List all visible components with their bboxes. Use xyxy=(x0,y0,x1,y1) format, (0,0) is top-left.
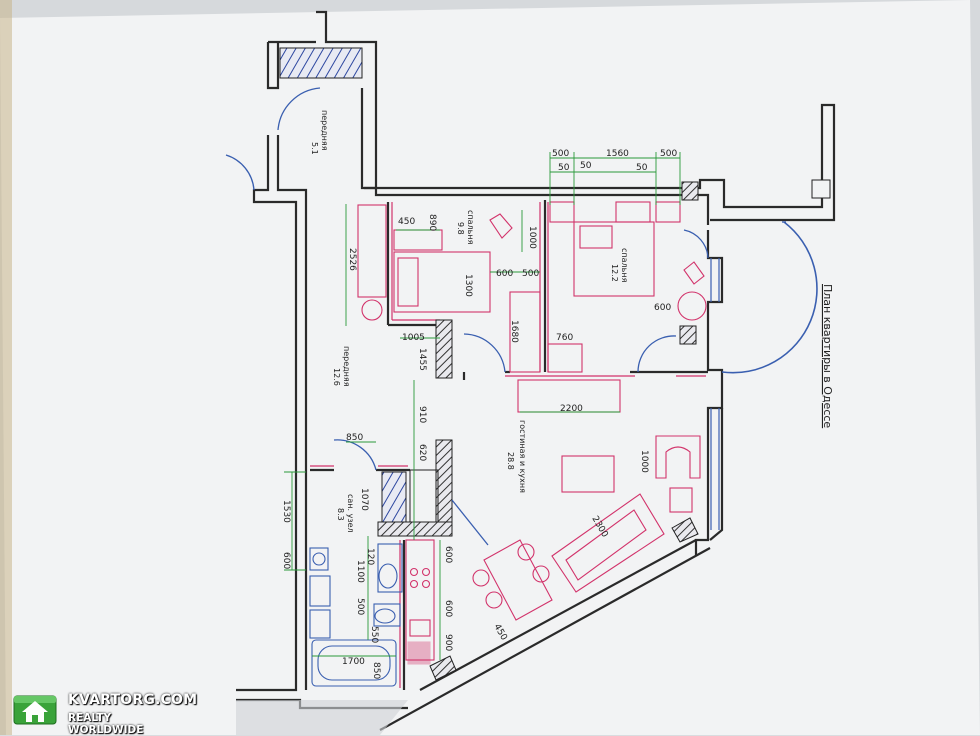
room-name-hall-large: передняя xyxy=(342,346,351,387)
dim-label: 1000 xyxy=(639,450,649,473)
watermark: KVARTORG.COM REALTY WORLDWIDE xyxy=(8,690,197,736)
dim-label: 600 xyxy=(281,552,291,569)
dim-label: 1300 xyxy=(463,274,473,297)
shadow-bottom xyxy=(236,700,408,735)
doors xyxy=(225,87,818,546)
dim-label: 600 xyxy=(654,303,671,313)
dim-label: 1000 xyxy=(527,226,537,249)
room-area-living-kitchen: 28.8 xyxy=(506,452,515,470)
dim-label: 2526 xyxy=(347,248,357,271)
dim-label: 1680 xyxy=(509,320,519,343)
dimension-lines xyxy=(284,152,681,660)
dim-label: 600 xyxy=(443,600,453,617)
dim-label: 850 xyxy=(371,662,381,679)
dim-label: 2200 xyxy=(560,404,583,414)
room-area-bedroom-small: 9.8 xyxy=(456,222,465,235)
dim-label: 500 xyxy=(522,269,539,279)
dim-label: 500 xyxy=(660,149,677,159)
room-area-hall-large: 12.6 xyxy=(332,368,341,386)
dim-label: 850 xyxy=(346,433,363,443)
room-name-living-kitchen: гостиная и кухня xyxy=(518,420,527,493)
room-name-bathroom: сан. узел xyxy=(346,494,355,533)
dim-label: 1455 xyxy=(417,348,427,371)
dim-label: 50 xyxy=(636,163,648,173)
columns xyxy=(279,47,831,681)
dim-label: 1700 xyxy=(342,657,365,667)
dim-label: 760 xyxy=(556,333,573,343)
dim-label: 600 xyxy=(496,269,513,279)
dim-label: 890 xyxy=(427,214,437,231)
house-logo-icon xyxy=(13,695,57,725)
plan-title: План квартиры в Одессе xyxy=(821,284,834,428)
watermark-brand: KVARTORG.COM xyxy=(68,692,198,708)
dim-label: 550 xyxy=(369,626,379,643)
dim-label: 450 xyxy=(398,217,415,227)
dim-label: 120 xyxy=(365,548,375,565)
dim-label: 1070 xyxy=(359,488,369,511)
dim-label: 900 xyxy=(443,634,453,651)
dim-label: 620 xyxy=(417,444,427,461)
dim-label: 500 xyxy=(552,149,569,159)
watermark-tagline: REALTY WORLDWIDE xyxy=(68,712,144,736)
room-area-bedroom-large: 12.2 xyxy=(610,264,619,282)
dim-label: 910 xyxy=(417,406,427,423)
dim-label: 500 xyxy=(355,598,365,615)
room-name-bedroom-large: спальня xyxy=(620,248,629,283)
dim-label: 1100 xyxy=(355,560,365,583)
dim-label: 1530 xyxy=(281,500,291,523)
dim-label: 50 xyxy=(580,161,592,171)
room-area-hall-small: 5.1 xyxy=(310,142,319,155)
room-labels: передняя 5.1 спальня 9.8 спальня 12.2 пе… xyxy=(310,110,629,533)
bathroom-fixtures xyxy=(309,543,403,687)
dim-label: 50 xyxy=(558,163,570,173)
room-name-hall-small: передняя xyxy=(320,110,329,151)
dim-label: 1560 xyxy=(606,149,629,159)
room-name-bedroom-small: спальня xyxy=(466,210,475,245)
dim-label: 1005 xyxy=(402,333,425,343)
dimension-labels: 500 1560 500 50 50 50 450 890 1000 2526 … xyxy=(281,149,677,679)
dim-label: 600 xyxy=(443,546,453,563)
windows xyxy=(710,258,720,530)
furniture xyxy=(357,201,707,665)
room-area-bathroom: 8.3 xyxy=(336,508,345,521)
